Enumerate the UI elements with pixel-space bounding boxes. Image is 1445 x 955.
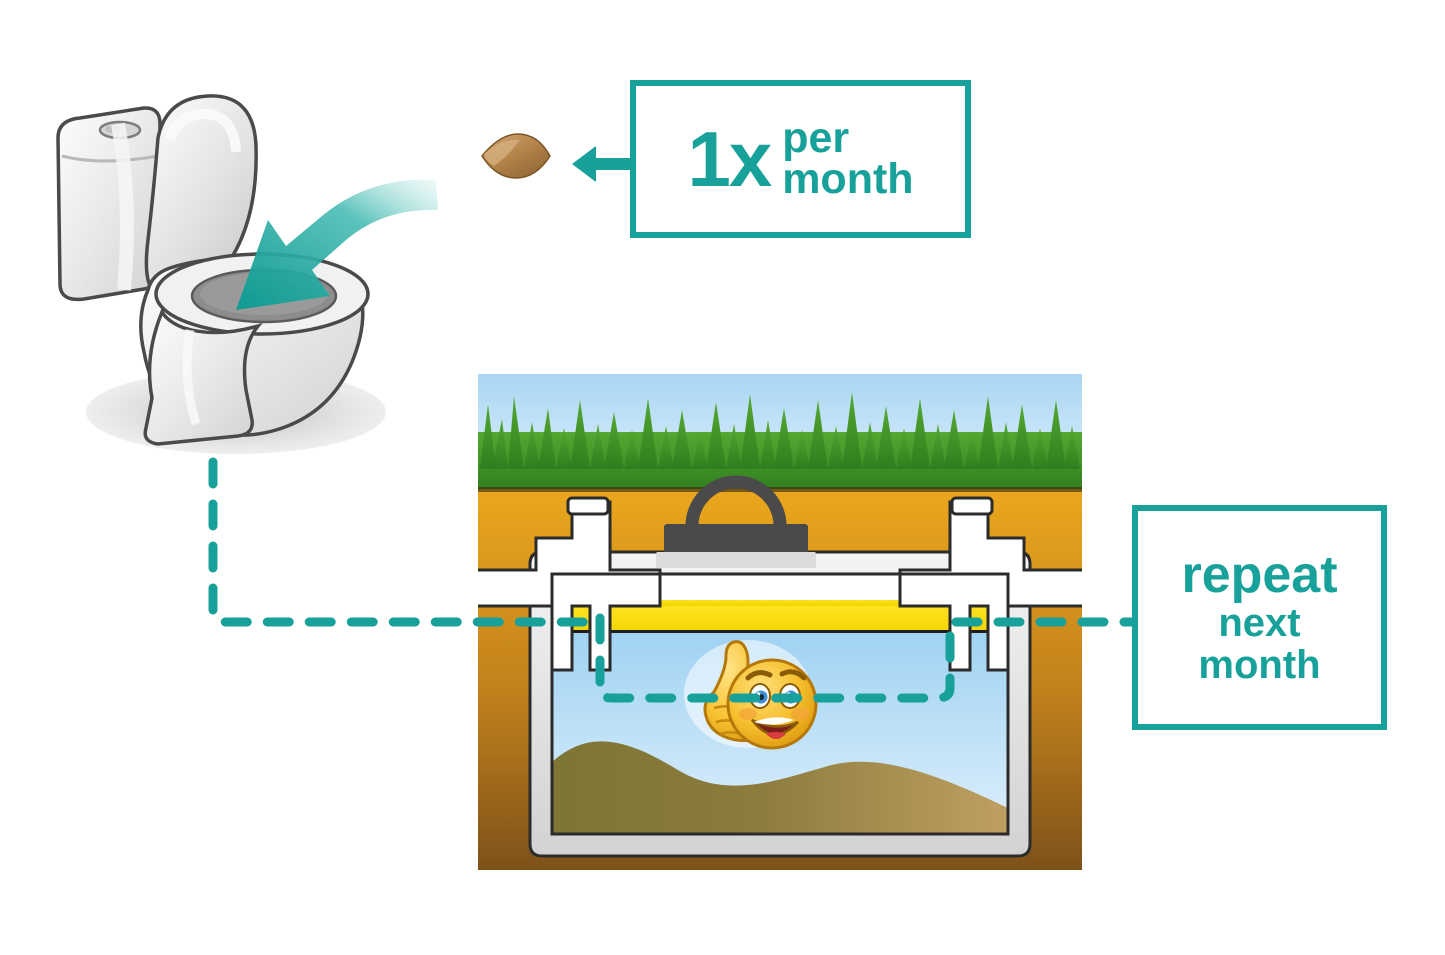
tablet-pod-icon [478,130,554,182]
topsoil-line [478,487,1082,492]
toilet-base [143,308,263,446]
septic-tank-diagram [478,374,1082,870]
treatment-flow-path [208,457,1137,703]
dose-month-label: month [782,155,914,203]
manhole-lid-icon [656,475,816,568]
curved-down-arrow-icon [236,179,438,310]
grass-layer [478,392,1082,492]
sludge-layer [553,741,1007,833]
thumbs-up-smiley-icon [684,640,818,750]
repeat-line-1: repeat [1181,545,1338,604]
dose-callout[interactable]: 1x per month [630,80,971,238]
repeat-line-2: next [1218,600,1301,645]
septic-tank-svg [478,374,1082,870]
toilet-svg [56,94,438,454]
left-arrow-icon [572,146,630,182]
toilet-icon [40,80,440,480]
dose-text-row: 1x per month [687,113,914,203]
tank-inner-outline [550,572,1010,836]
dose-count: 1x [687,114,772,203]
dose-per-label: per [782,113,850,162]
repeat-callout[interactable]: repeat next month [1132,505,1387,730]
repeat-line-3: month [1198,643,1321,688]
dose-period: per month [782,113,914,203]
